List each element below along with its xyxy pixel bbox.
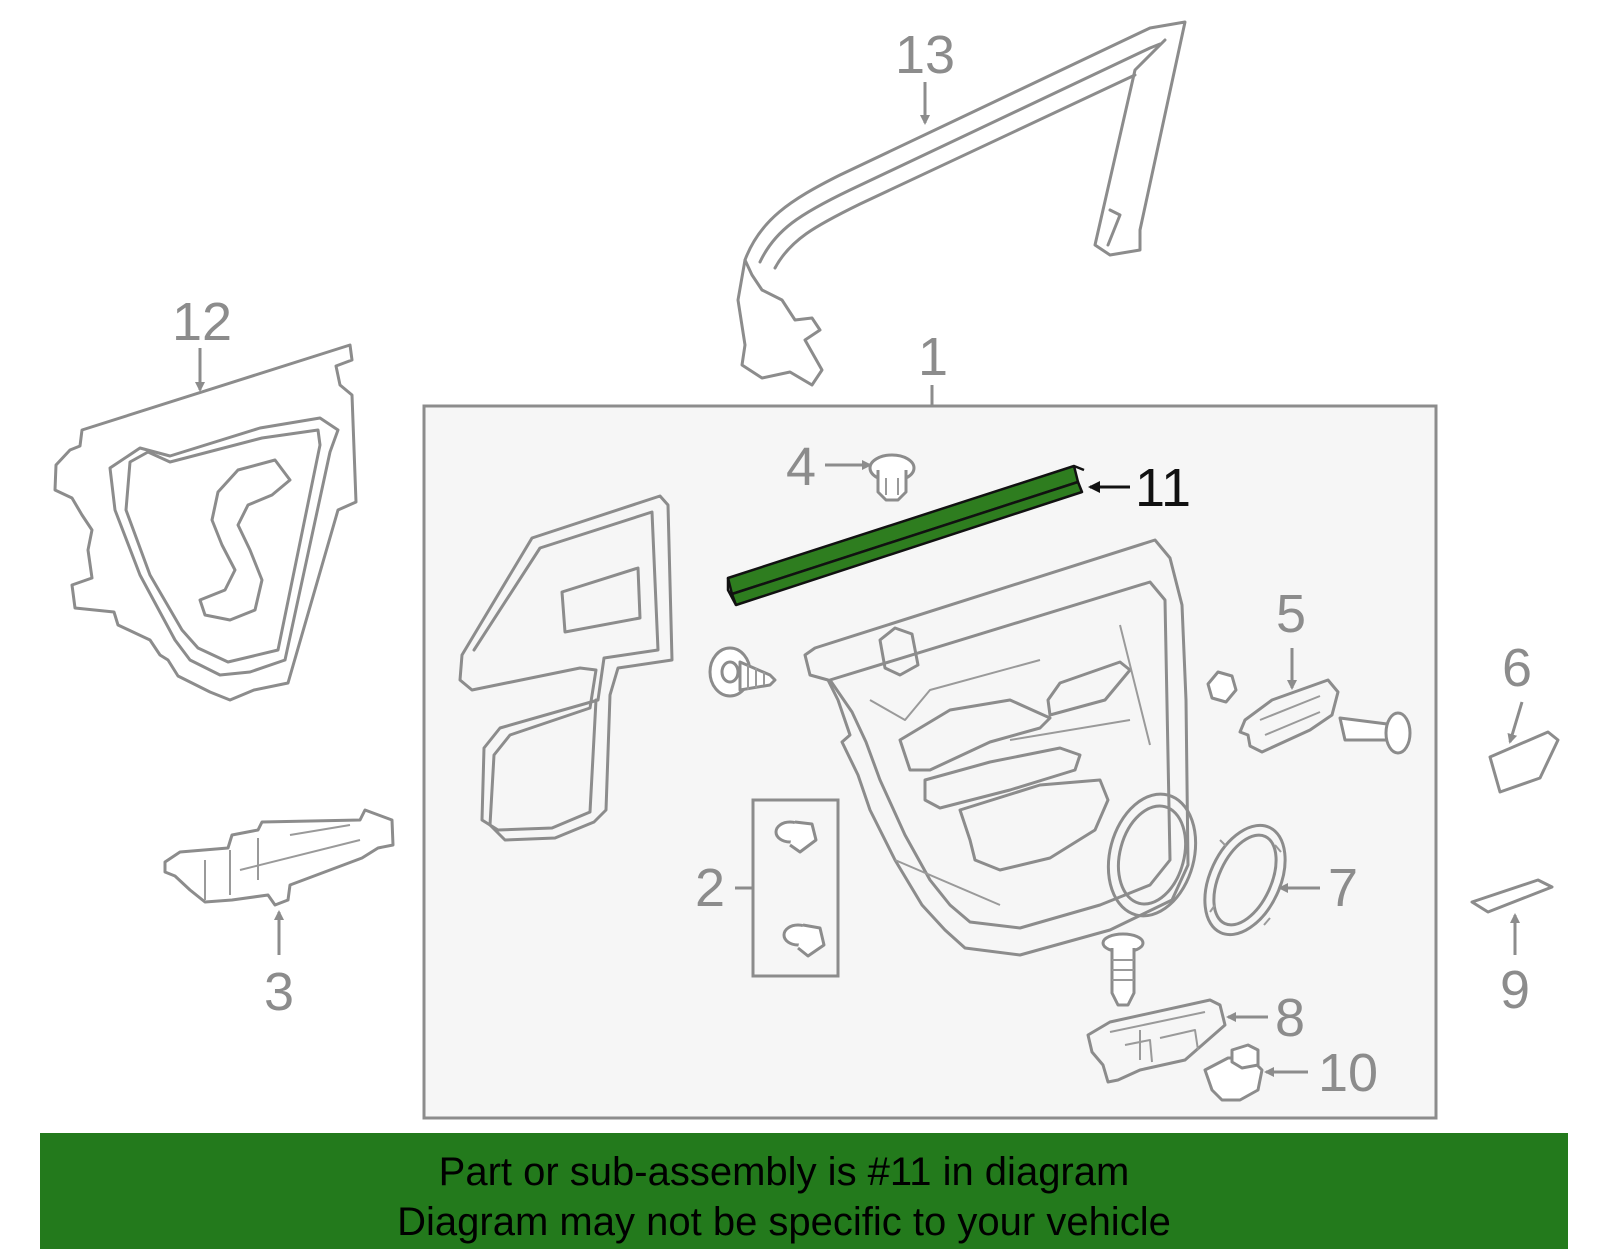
callout-13: 13 (895, 25, 955, 85)
water-deflector-part-12[interactable] (53, 343, 358, 702)
pad-part-9[interactable] (1470, 878, 1554, 914)
callout-2: 2 (695, 858, 725, 918)
inside-handle-part-5[interactable] (1206, 670, 1412, 755)
callout-10: 10 (1318, 1043, 1378, 1103)
leader-6 (1507, 701, 1524, 744)
screw-fastener[interactable] (708, 646, 777, 698)
connector-part-10[interactable] (1203, 1043, 1264, 1102)
callout-3: 3 (264, 962, 294, 1022)
callout-12: 12 (172, 292, 232, 352)
door-trim-panel-part-1[interactable] (803, 538, 1209, 957)
callout-9: 9 (1500, 960, 1530, 1020)
switch-bezel-part-8[interactable] (1086, 998, 1227, 1084)
push-clip-part-4[interactable] (868, 453, 916, 502)
handle-bracket-part-3[interactable] (163, 808, 395, 907)
callout-6: 6 (1502, 638, 1532, 698)
banner-line-1: Part or sub-assembly is #11 in diagram (438, 1150, 1130, 1194)
info-banner: Part or sub-assembly is #11 in diagram D… (40, 1133, 1568, 1249)
bolt-fastener[interactable] (1101, 932, 1145, 1007)
clip-pair-part-2[interactable] (751, 798, 840, 978)
callout-4: 4 (786, 437, 816, 497)
callout-1: 1 (918, 327, 948, 387)
callout-11: 11 (1135, 458, 1191, 518)
banner-line-2: Diagram may not be specific to your vehi… (397, 1200, 1171, 1244)
speaker-grille-part-7[interactable] (1189, 813, 1301, 948)
door-insulator[interactable] (458, 494, 674, 842)
trim-cap-part-6[interactable] (1488, 730, 1560, 794)
callout-7: 7 (1328, 858, 1358, 918)
callout-8: 8 (1275, 988, 1305, 1048)
window-frame-part-13[interactable] (736, 20, 1187, 387)
belt-molding-part-11[interactable] (726, 464, 1085, 607)
callout-5: 5 (1276, 584, 1306, 644)
